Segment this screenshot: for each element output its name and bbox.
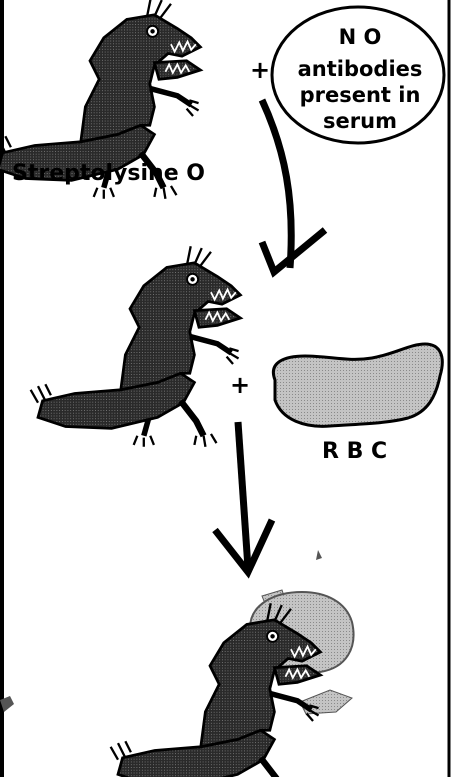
streptolysine-o-label: Streptolysine O [12, 161, 205, 186]
no-antibodies-callout: N O antibodies present in serum [272, 7, 444, 143]
plus-sign-middle: + [230, 371, 250, 399]
antibody-note-line1: N O [339, 25, 382, 49]
streptolysin-o-monster-bottom [111, 603, 321, 777]
rbc-label: R B C [322, 439, 387, 464]
plus-sign-top: + [250, 56, 270, 84]
reaction-arrow-straight [215, 422, 272, 572]
streptolysin-o-monster-middle [31, 246, 241, 447]
antibody-note-line4: serum [323, 109, 397, 133]
rbc-shape [273, 344, 442, 426]
antibody-note-line3: present in [300, 83, 421, 107]
antibody-note-line2: antibodies [298, 57, 423, 81]
